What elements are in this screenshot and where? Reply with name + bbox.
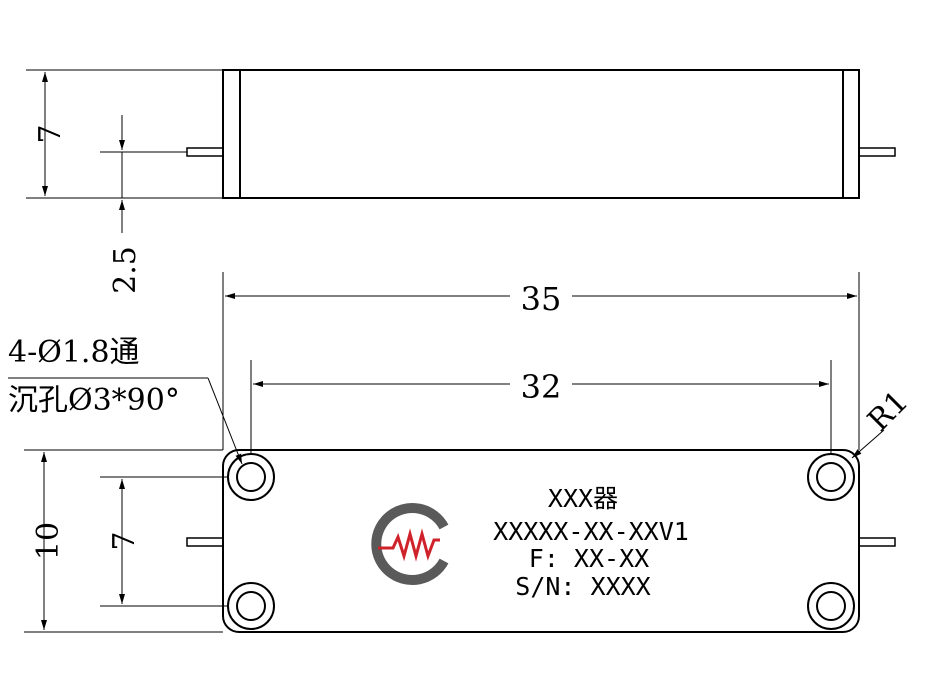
top-view-right-pin [858,537,896,547]
side-view-body [222,69,860,199]
dim-height-top: 7 [26,69,223,199]
dim-pin-offset-text: 2.5 [108,246,143,294]
mounting-hole-bottom-left [227,582,275,630]
dim-corner-radius: R1 [851,384,915,459]
mounting-hole-top-right [807,453,855,501]
mounting-hole-bottom-right [807,582,855,630]
dim-corner-radius-text: R1 [861,384,915,438]
dim-total-length: 35 [222,272,860,450]
hole-note-line2: 沉孔Ø3*90° [8,383,180,418]
nameplate-line2: XXXXX-XX-XXV1 [493,517,689,546]
dim-hole-spacing-y-text: 7 [107,531,142,550]
side-view-left-pin [186,147,224,157]
dim-hole-spacing-y: 7 [100,476,228,607]
dim-total-length-text: 35 [521,280,562,318]
top-view-left-pin [186,537,224,547]
nameplate: XXX器 XXXXX-XX-XXV1 F: XX-XX S/N: XXXX [493,484,689,601]
hole-note-line1: 4-Ø1.8通 [8,335,140,370]
company-logo-icon [371,503,449,585]
nameplate-line1: XXX器 [548,484,618,513]
nameplate-line3: F: XX-XX [529,544,649,573]
dim-height-top-text: 7 [33,124,68,143]
dim-hole-spacing-x: 32 [250,360,832,454]
side-view-right-pin [858,147,896,157]
dim-hole-spacing-x-text: 32 [521,368,562,406]
dim-pin-offset: 2.5 [100,115,187,294]
nameplate-line4: S/N: XXXX [515,572,650,601]
mounting-hole-top-left [227,453,275,501]
side-view [186,69,896,199]
dim-width: 10 [24,449,223,633]
dim-width-text: 10 [31,522,66,560]
hole-callout: 4-Ø1.8通 沉孔Ø3*90° [8,335,243,465]
